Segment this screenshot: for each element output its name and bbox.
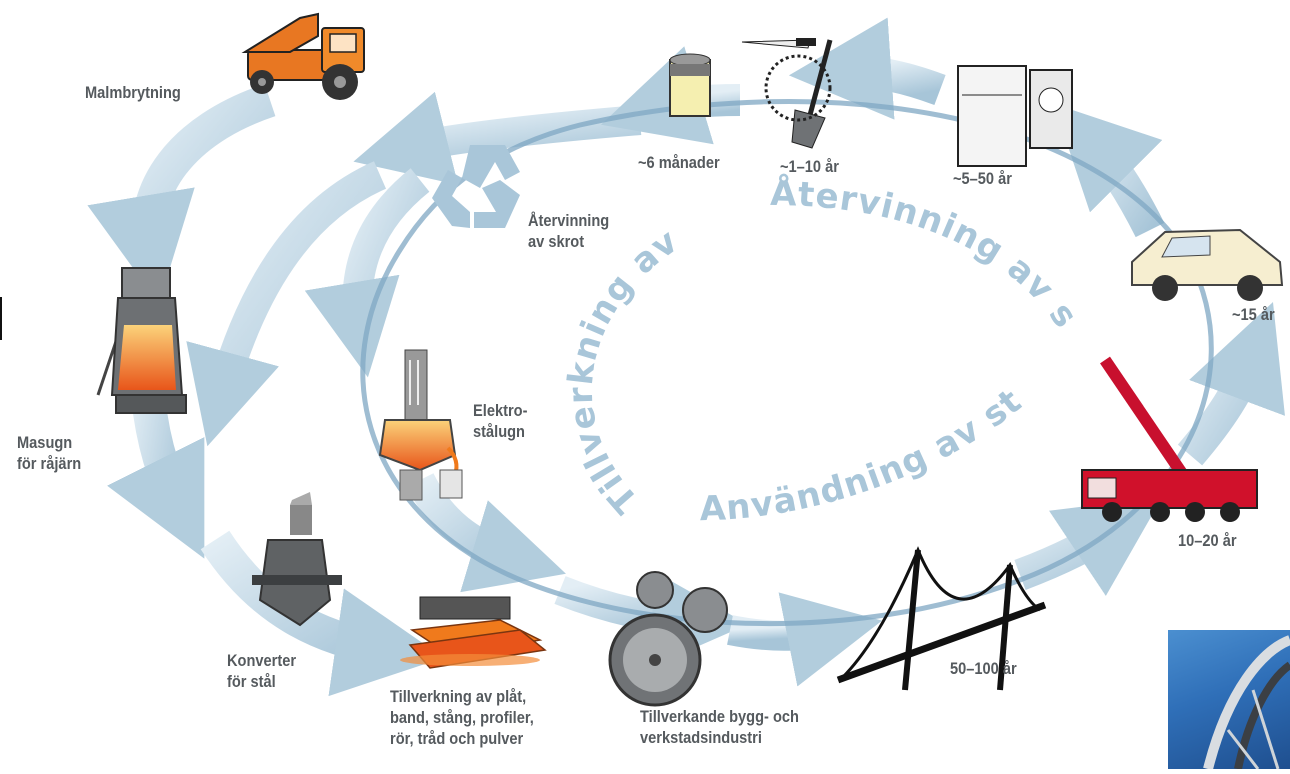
electric-furnace-icon <box>378 349 463 501</box>
label-blast-furnace-line1: Masugn <box>17 433 73 452</box>
car-icon <box>1131 228 1284 301</box>
label-scrap-recycling-line2: av skrot <box>528 232 585 251</box>
label-can-life: ~6 månader <box>638 153 720 172</box>
label-blast-furnace: Masugn för råjärn <box>17 432 81 474</box>
crane-truck-icon <box>1081 356 1258 522</box>
label-tools-life: ~1–10 år <box>780 157 839 176</box>
bridge-arch-image <box>1203 635 1290 769</box>
label-industry-line2: verkstadsindustri <box>640 728 762 747</box>
label-scrap-recycling-line1: Återvinning <box>528 211 610 230</box>
label-manufacturing-line3: rör, tråd och pulver <box>390 729 524 748</box>
label-electric-furnace-line1: Elektro- <box>473 401 528 420</box>
label-converter: Konverter för stål <box>227 650 296 692</box>
recycle-icon <box>432 145 520 228</box>
can-icon <box>669 53 711 117</box>
label-converter-line2: för stål <box>227 672 276 691</box>
appliances-icon <box>957 65 1073 167</box>
label-industry-line1: Tillverkande bygg- och <box>640 707 799 726</box>
tools-icon <box>741 38 833 149</box>
label-blast-furnace-line2: för råjärn <box>17 454 82 473</box>
label-electric-furnace-line2: stålugn <box>473 422 525 441</box>
label-converter-line1: Konverter <box>227 651 297 670</box>
bridge-photo-fragment <box>1168 630 1290 769</box>
steel-products-icon <box>400 596 547 669</box>
label-manufacturing-line2: band, stång, profiler, <box>390 708 534 727</box>
label-manufacturing-line1: Tillverkning av plåt, <box>390 687 527 706</box>
label-electric-furnace: Elektro- stålugn <box>473 400 527 442</box>
converter-icon <box>252 492 342 627</box>
label-manufacturing: Tillverkning av plåt, band, stång, profi… <box>390 686 534 749</box>
label-crane-life: 10–20 år <box>1178 531 1237 550</box>
label-bridge-life: 50–100 år <box>950 659 1017 678</box>
label-appliances-life: ~5–50 år <box>953 169 1012 188</box>
inner-track <box>360 99 1214 627</box>
edge-marker <box>0 297 2 340</box>
label-mining: Malmbrytning <box>85 83 181 102</box>
label-car-life: ~15 år <box>1232 305 1275 324</box>
label-industry: Tillverkande bygg- och verkstadsindustri <box>640 706 799 748</box>
bridge-icon <box>836 546 1047 691</box>
gears-icon <box>608 571 728 707</box>
excavator-icon <box>241 12 365 100</box>
blast-furnace-icon <box>96 267 187 414</box>
label-scrap-recycling: Återvinning av skrot <box>528 210 609 252</box>
